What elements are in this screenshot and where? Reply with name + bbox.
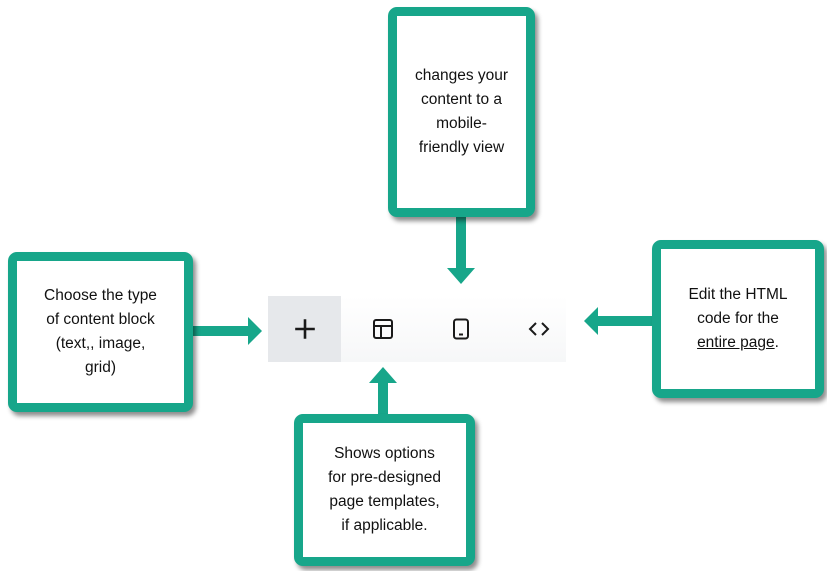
entire-page-link: entire page [697, 334, 775, 351]
callout-templates: Shows options for pre-designed page temp… [294, 414, 475, 566]
arrow-left-head [248, 317, 262, 345]
editor-toolbar [268, 296, 566, 362]
callout-edit-html: Edit the HTML code for the entire page. [652, 240, 824, 398]
arrow-bottom-head [369, 367, 397, 383]
mobile-device-icon [452, 318, 469, 340]
edit-html-button[interactable] [502, 296, 575, 362]
callout-mobile-view-text: changes your content to a mobile- friend… [414, 67, 509, 156]
arrow-right-head [584, 307, 598, 335]
callout-add-block-text: Choose the type of content block (text,,… [44, 287, 157, 376]
plus-icon [294, 319, 315, 339]
callout-edit-html-text: Edit the HTML code for the entire page. [688, 283, 787, 355]
arrow-top-head [447, 268, 475, 284]
callout-edit-html-text-end: . [774, 334, 779, 351]
mobile-view-button[interactable] [424, 296, 497, 362]
add-block-button[interactable] [268, 296, 341, 362]
callout-add-block: Choose the type of content block (text,,… [8, 252, 193, 412]
code-brackets-icon [528, 322, 549, 336]
layout-template-icon [372, 319, 393, 339]
callout-mobile-view: changes your content to a mobile- friend… [388, 7, 535, 217]
callout-templates-text: Shows options for pre-designed page temp… [328, 445, 441, 534]
callout-edit-html-text-start: Edit the HTML code for the [688, 286, 788, 327]
templates-button[interactable] [346, 296, 419, 362]
